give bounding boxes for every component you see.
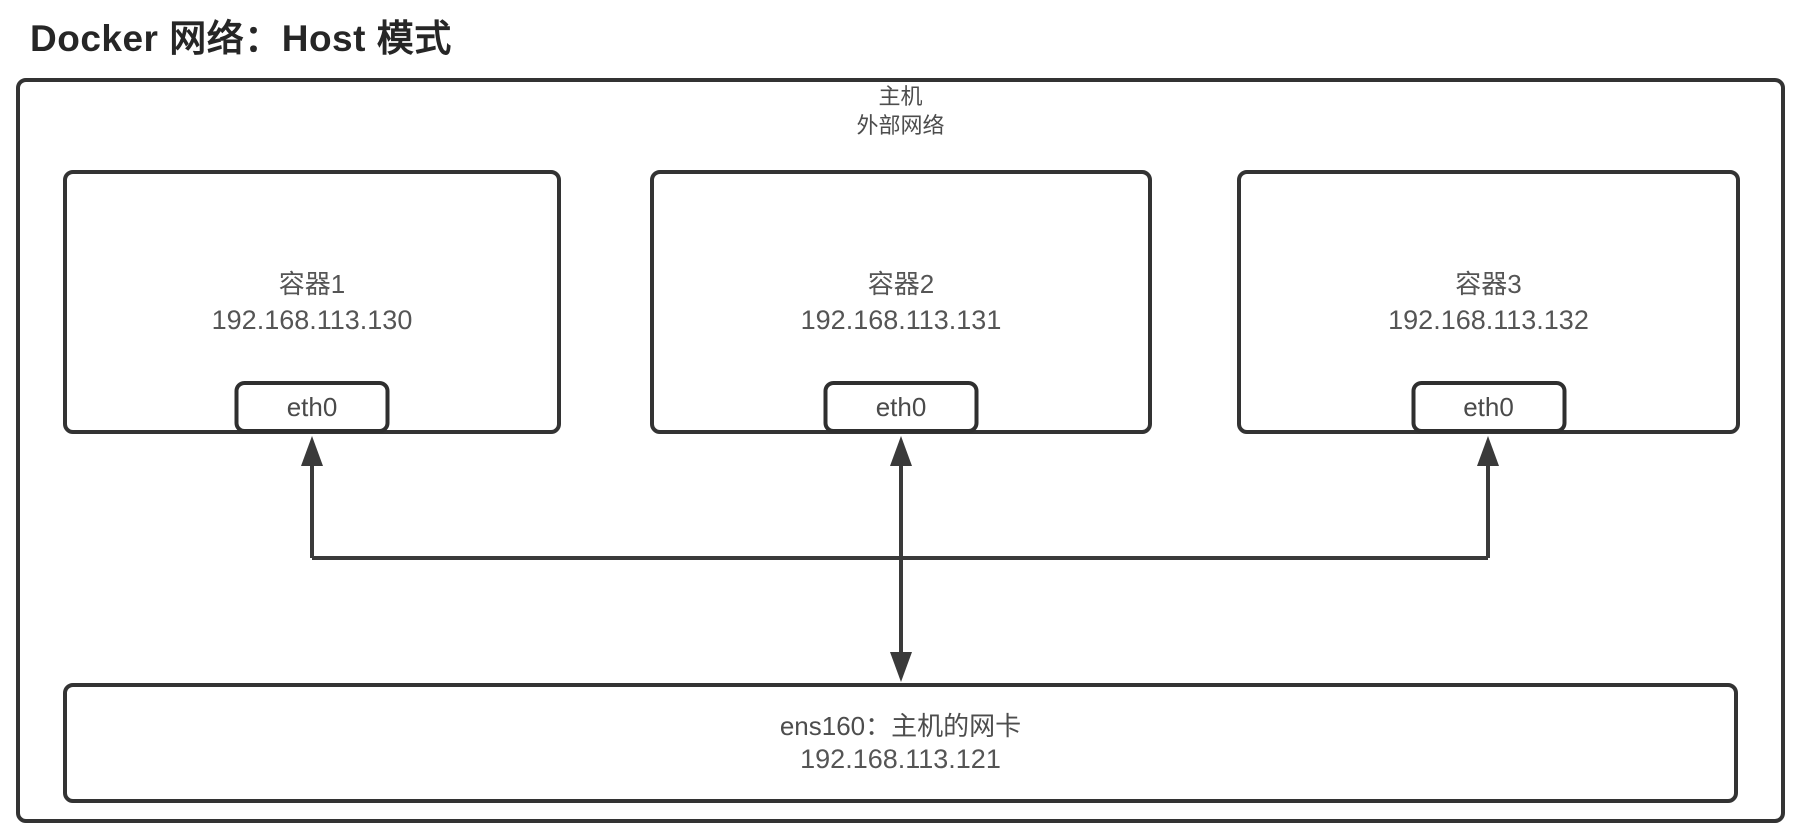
host-nic-ip: 192.168.113.121 [800,744,1001,774]
container3-eth0-port: eth0 [1411,381,1566,433]
host-nic-box: ens160：主机的网卡 192.168.113.121 [63,683,1738,803]
host-label: 主机 外部网络 [0,82,1801,140]
container1-name: 容器1 [278,269,346,299]
container1-ip: 192.168.113.130 [211,305,413,335]
host-name-label: 主机 [878,84,923,109]
container2-box: 容器2 192.168.113.131 eth0 [650,170,1152,434]
container3-box: 容器3 192.168.113.132 eth0 [1237,170,1740,434]
diagram-title: Docker 网络：Host 模式 [30,18,452,59]
container3-ip: 192.168.113.132 [1388,305,1589,335]
host-network-label: 外部网络 [856,113,945,138]
container2-eth0-port: eth0 [823,381,979,433]
container2-name: 容器2 [867,269,935,299]
container1-eth0-port: eth0 [234,381,390,433]
container2-ip: 192.168.113.131 [800,305,1002,335]
container1-box: 容器1 192.168.113.130 eth0 [63,170,561,434]
host-nic-label: ens160：主机的网卡 [779,711,1022,741]
container3-name: 容器3 [1455,269,1522,299]
